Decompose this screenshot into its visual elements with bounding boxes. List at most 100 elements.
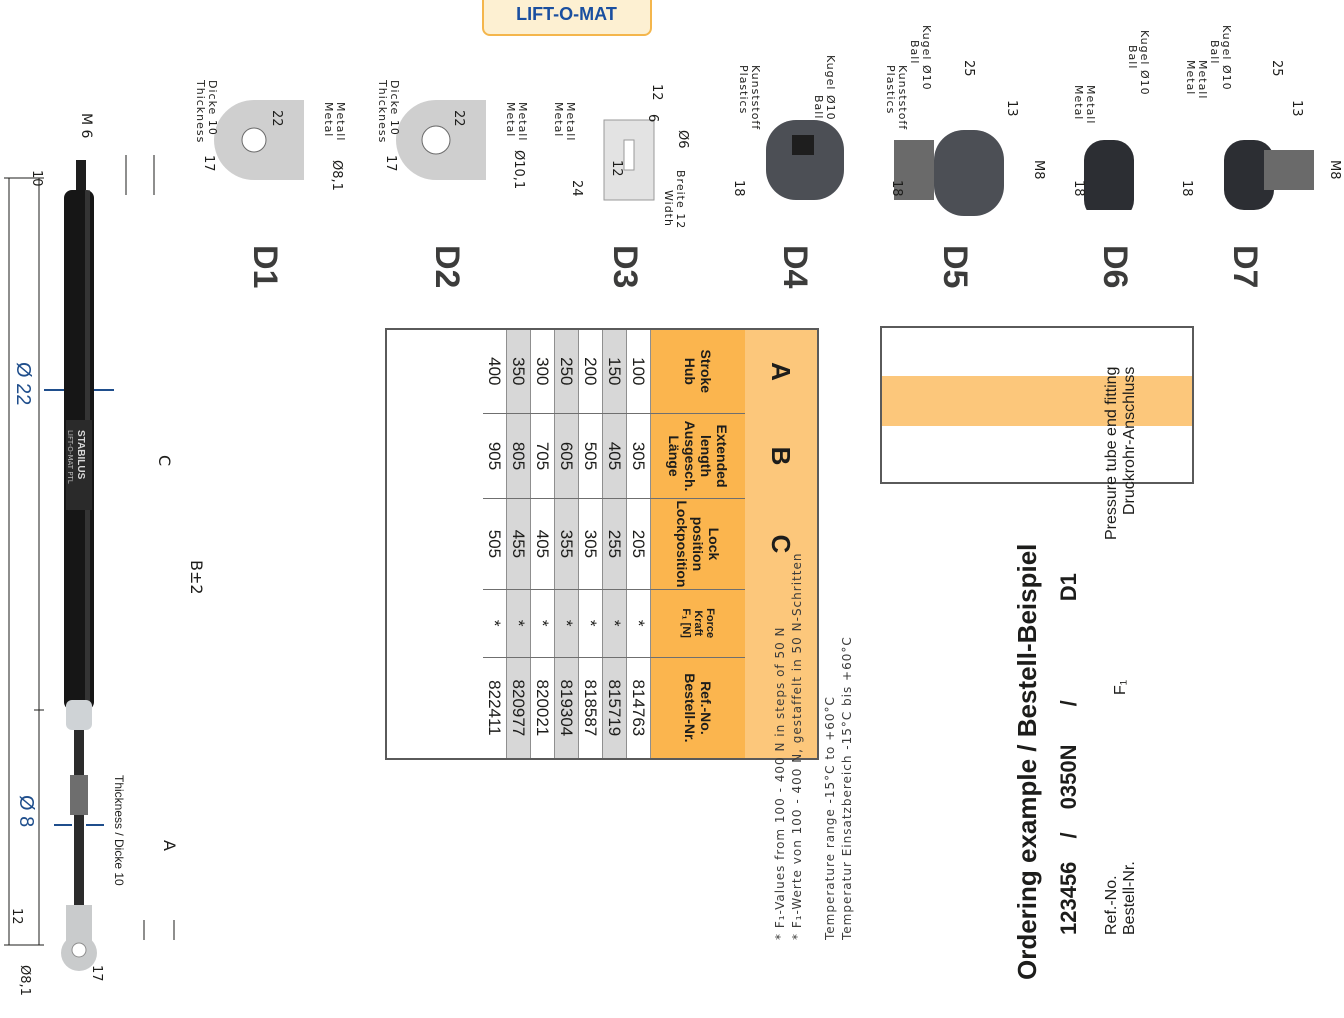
note-temp-en-v: Temperature range -15°C to +60°C [823,696,837,940]
cell-stroke: 250 [554,330,579,414]
cell-ref: 814763 [626,657,651,758]
fitting-d5: D5 25 13 18 M8 Plastics Kunststoff Ball … [874,20,1054,288]
ordering-fitting-value: D1 [1056,573,1081,602]
cell-force: * [602,589,627,658]
d7-dim-height: 18 [1179,180,1194,197]
dim-A: A [160,840,179,851]
d6-label-ball: Ball [1126,45,1139,70]
d7-label-kugel: Kugel Ø10 [1220,25,1233,91]
d7-dim-thread-length: 13 [1289,100,1304,117]
d1-label-thickness: Thickness [194,80,207,144]
d6-label-metal: Metal [1072,85,1085,121]
d6-dim-height: 18 [1071,180,1086,197]
cell-stroke: 100 [626,330,651,414]
header-stroke: Stroke Hub [650,330,745,414]
force-note-de: * F₁-Werte von 100 - 400 N, gestaffelt i… [790,552,804,940]
header-force: Force Kraft F₁ [N] [650,589,745,658]
group-B: B [745,413,817,499]
fitting-d3: D3 12 6 12 24 Ø6 Metal Metall Width Brei… [544,40,704,288]
cell-lock: 355 [554,498,579,589]
ordering-title: Ordering example / Bestell-Beispiel [1012,544,1043,980]
table-row: 350 805 455 * 820977 [506,330,531,758]
header-ref: Ref.-No. Bestell-Nr. [650,657,745,758]
d3-dim-d: 24 [569,180,584,197]
dim-rod-diameter: Ø 8 [15,795,37,828]
d5-dim-height: 18 [889,180,904,197]
ordering-slash-1: / [1056,832,1081,839]
header-force-en: Force [704,608,716,639]
header-lock-en: Lock position [690,516,722,572]
cell-force: * [626,589,651,658]
group-A: A [745,330,817,414]
d1-code: D1 [246,245,284,289]
fitting-d7: D7 25 13 18 M8 Metal Metall Ball Kugel Ø… [1174,20,1344,288]
header-ref-de: Bestell-Nr. [682,673,698,743]
cell-stroke: 150 [602,330,627,414]
cell-ref: 820977 [506,657,531,758]
cell-stroke: 200 [578,330,603,414]
d7-dim-length: 25 [1269,60,1284,77]
strut-model: LIFT-O-MAT PTL [66,430,74,484]
cell-extended: 305 [626,413,651,499]
d3-dim-a: 12 [649,84,664,101]
d5-label-kugel: Kugel Ø10 [920,25,933,91]
cell-lock: 455 [506,498,531,589]
d7-label-metall: Metall [1196,60,1209,100]
d7-label-metal: Metal [1184,60,1197,96]
d7-dim-thread: M8 [1327,160,1342,180]
d1-label-metal: Metal [322,102,335,138]
d5-label-plastics: Plastics [884,65,897,115]
ordering-slash-2: / [1056,700,1081,707]
d6-label-kugel: Kugel Ø10 [1138,30,1151,96]
note-force-en-v: * F₁-Values from 100 - 400 N in steps of… [773,626,787,940]
cell-ref: 815719 [602,657,627,758]
header-force-de: Kraft [692,610,704,636]
header-ref-en: Ref.-No. [698,681,714,735]
d5-label-ball: Ball [908,40,921,65]
d2-label-thickness: Thickness [376,80,389,144]
d2-code: D2 [428,245,466,289]
ordering-values: 123456 / 0350N / D1 [1056,512,1082,935]
cell-force: * [530,589,555,658]
d5-dim-thread-length: 13 [1004,100,1019,117]
d3-dim-c: 12 [609,160,624,177]
cell-lock: 305 [578,498,603,589]
dim-C: C [155,455,174,467]
d5-label-kunststoff: Kunststoff [896,65,909,131]
d2-label-metal: Metal [504,102,517,138]
ordering-title-text: Ordering example / Bestell-Beispiel [1012,543,1042,980]
d4-label-ball: Ball [812,95,825,120]
cell-ref: 818587 [578,657,603,758]
header-lock: Lock position Lockposition [650,498,745,589]
fitting-d2: D2 22 17 Ø10,1 Thickness Dicke 10 Metal … [366,40,529,288]
force-note-en: * F₁-Values from 100 - 400 N in steps of… [773,626,787,940]
d3-label-metall: Metall [564,102,577,142]
dim-B: B±2 [187,560,206,595]
d4-dim-height: 18 [731,180,746,197]
d3-dim-e: Ø6 [675,130,690,149]
d2-dim-hole: Ø10,1 [511,150,526,190]
d3-dim-b: 6 [645,114,660,123]
d1-dim-width: 22 [269,110,284,127]
d3-label-metal: Metal [552,102,565,138]
d2-dim-height: 17 [383,155,398,172]
logo-text: LIFT-O-MAT [516,3,618,24]
d4-label-kugel: Kugel Ø10 [824,55,837,121]
cell-force: * [506,589,531,658]
cell-force: * [578,589,603,658]
table-row: 100 305 205 * 814763 [626,330,651,758]
d1-label-dicke: Dicke 10 [206,80,219,136]
table-row: 200 505 305 * 818587 [578,330,603,758]
strut-brand: STABILUS [75,430,86,480]
spec-table-wrap: A B C Stroke Hub Extended length Ausgesc… [385,328,819,760]
d6-code: D6 [1096,245,1134,289]
d7-code: D7 [1226,245,1264,289]
cell-extended: 405 [602,413,627,499]
d3-label-breite: Breite 12 [674,170,687,230]
d5-dim-length: 25 [961,60,976,77]
spec-table: A B C Stroke Hub Extended length Ausgesc… [483,330,817,758]
dim-ten: 10 [29,170,44,187]
cell-extended: 805 [506,413,531,499]
d3-label-width: Width [662,190,675,227]
